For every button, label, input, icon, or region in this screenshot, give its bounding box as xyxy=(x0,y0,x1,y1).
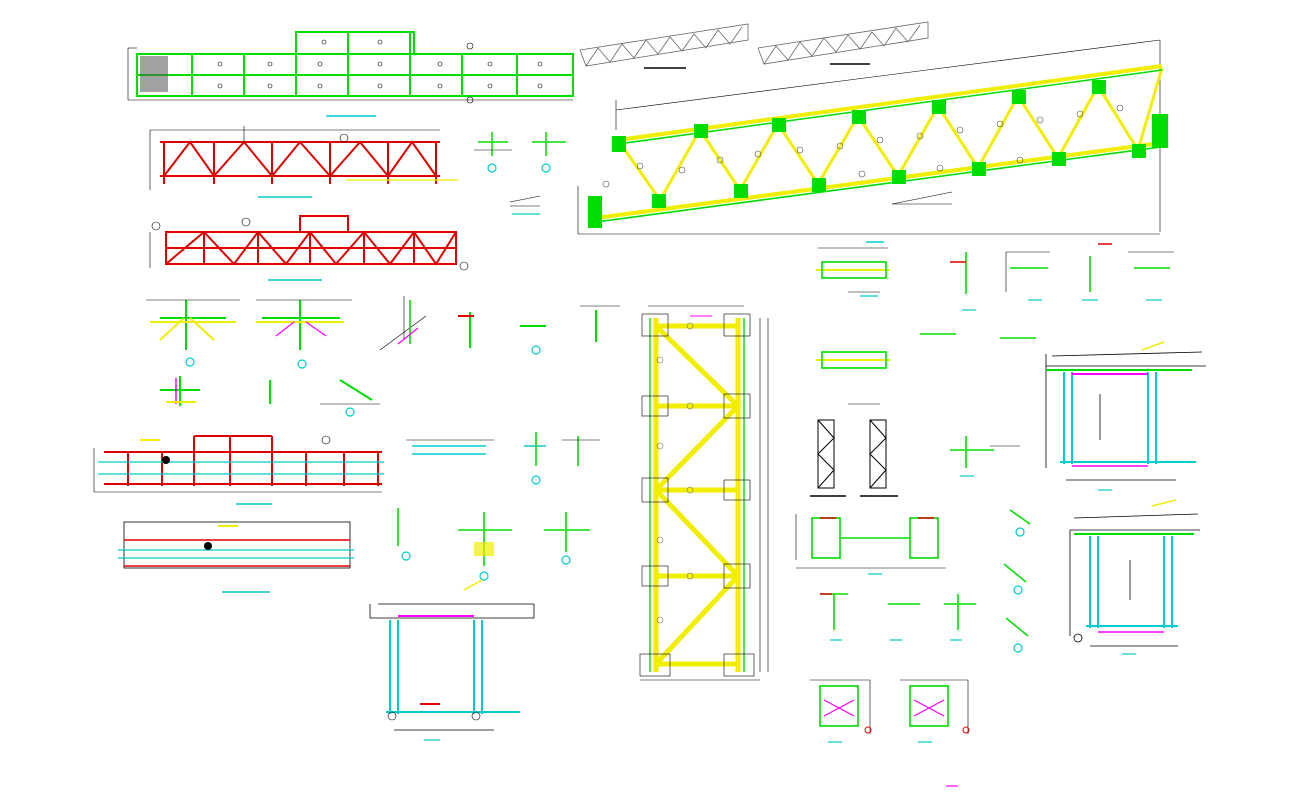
red-truss-elevation-2 xyxy=(149,215,469,281)
center-small-details xyxy=(397,432,600,581)
plate-details-top xyxy=(474,132,566,215)
purlin-elevation-1 xyxy=(93,435,384,505)
truss-scheme-1 xyxy=(579,23,749,69)
portal-frame-section-2 xyxy=(1045,341,1206,491)
vertical-truss-elevation xyxy=(639,305,769,681)
hatched-block xyxy=(140,56,168,92)
bottom-section-details xyxy=(810,679,970,743)
truss-scheme-2 xyxy=(757,21,929,65)
connection-details-row-1 xyxy=(146,296,620,369)
right-details-middle xyxy=(795,436,1031,653)
connection-details-row-2 xyxy=(160,376,380,417)
green-panel-elevation xyxy=(127,31,574,117)
portal-frame-section-3 xyxy=(1069,499,1200,655)
main-sloped-truss xyxy=(577,39,1169,243)
purlin-elevation-2 xyxy=(118,521,354,593)
portal-frame-section-1 xyxy=(369,579,535,741)
small-brace-schemes xyxy=(810,419,898,497)
red-truss-elevation-1 xyxy=(149,126,458,198)
right-details-top xyxy=(816,243,1174,405)
